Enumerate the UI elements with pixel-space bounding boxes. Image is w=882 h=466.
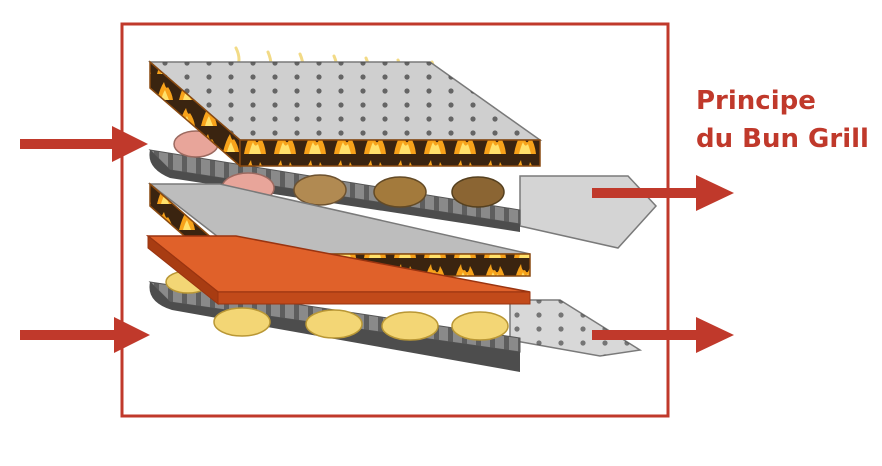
diagram-title-line-2: du Bun Grill — [696, 124, 869, 154]
upper-conveyor — [148, 130, 658, 249]
diagram-frame — [120, 22, 670, 418]
bun-row-lower — [165, 270, 509, 341]
arrow-right-icon — [20, 126, 148, 162]
diagram-title-line-1: Principe — [696, 86, 816, 116]
hot-contact-plate — [145, 234, 531, 306]
upper-belt — [149, 150, 520, 232]
top-heater-plate — [147, 60, 543, 168]
upper-exit-slide — [519, 175, 658, 249]
arrow-right-icon — [20, 317, 150, 353]
flame-icon — [239, 139, 541, 167]
arrow-right-icon — [592, 175, 734, 211]
arrow-right-icon — [592, 317, 734, 353]
